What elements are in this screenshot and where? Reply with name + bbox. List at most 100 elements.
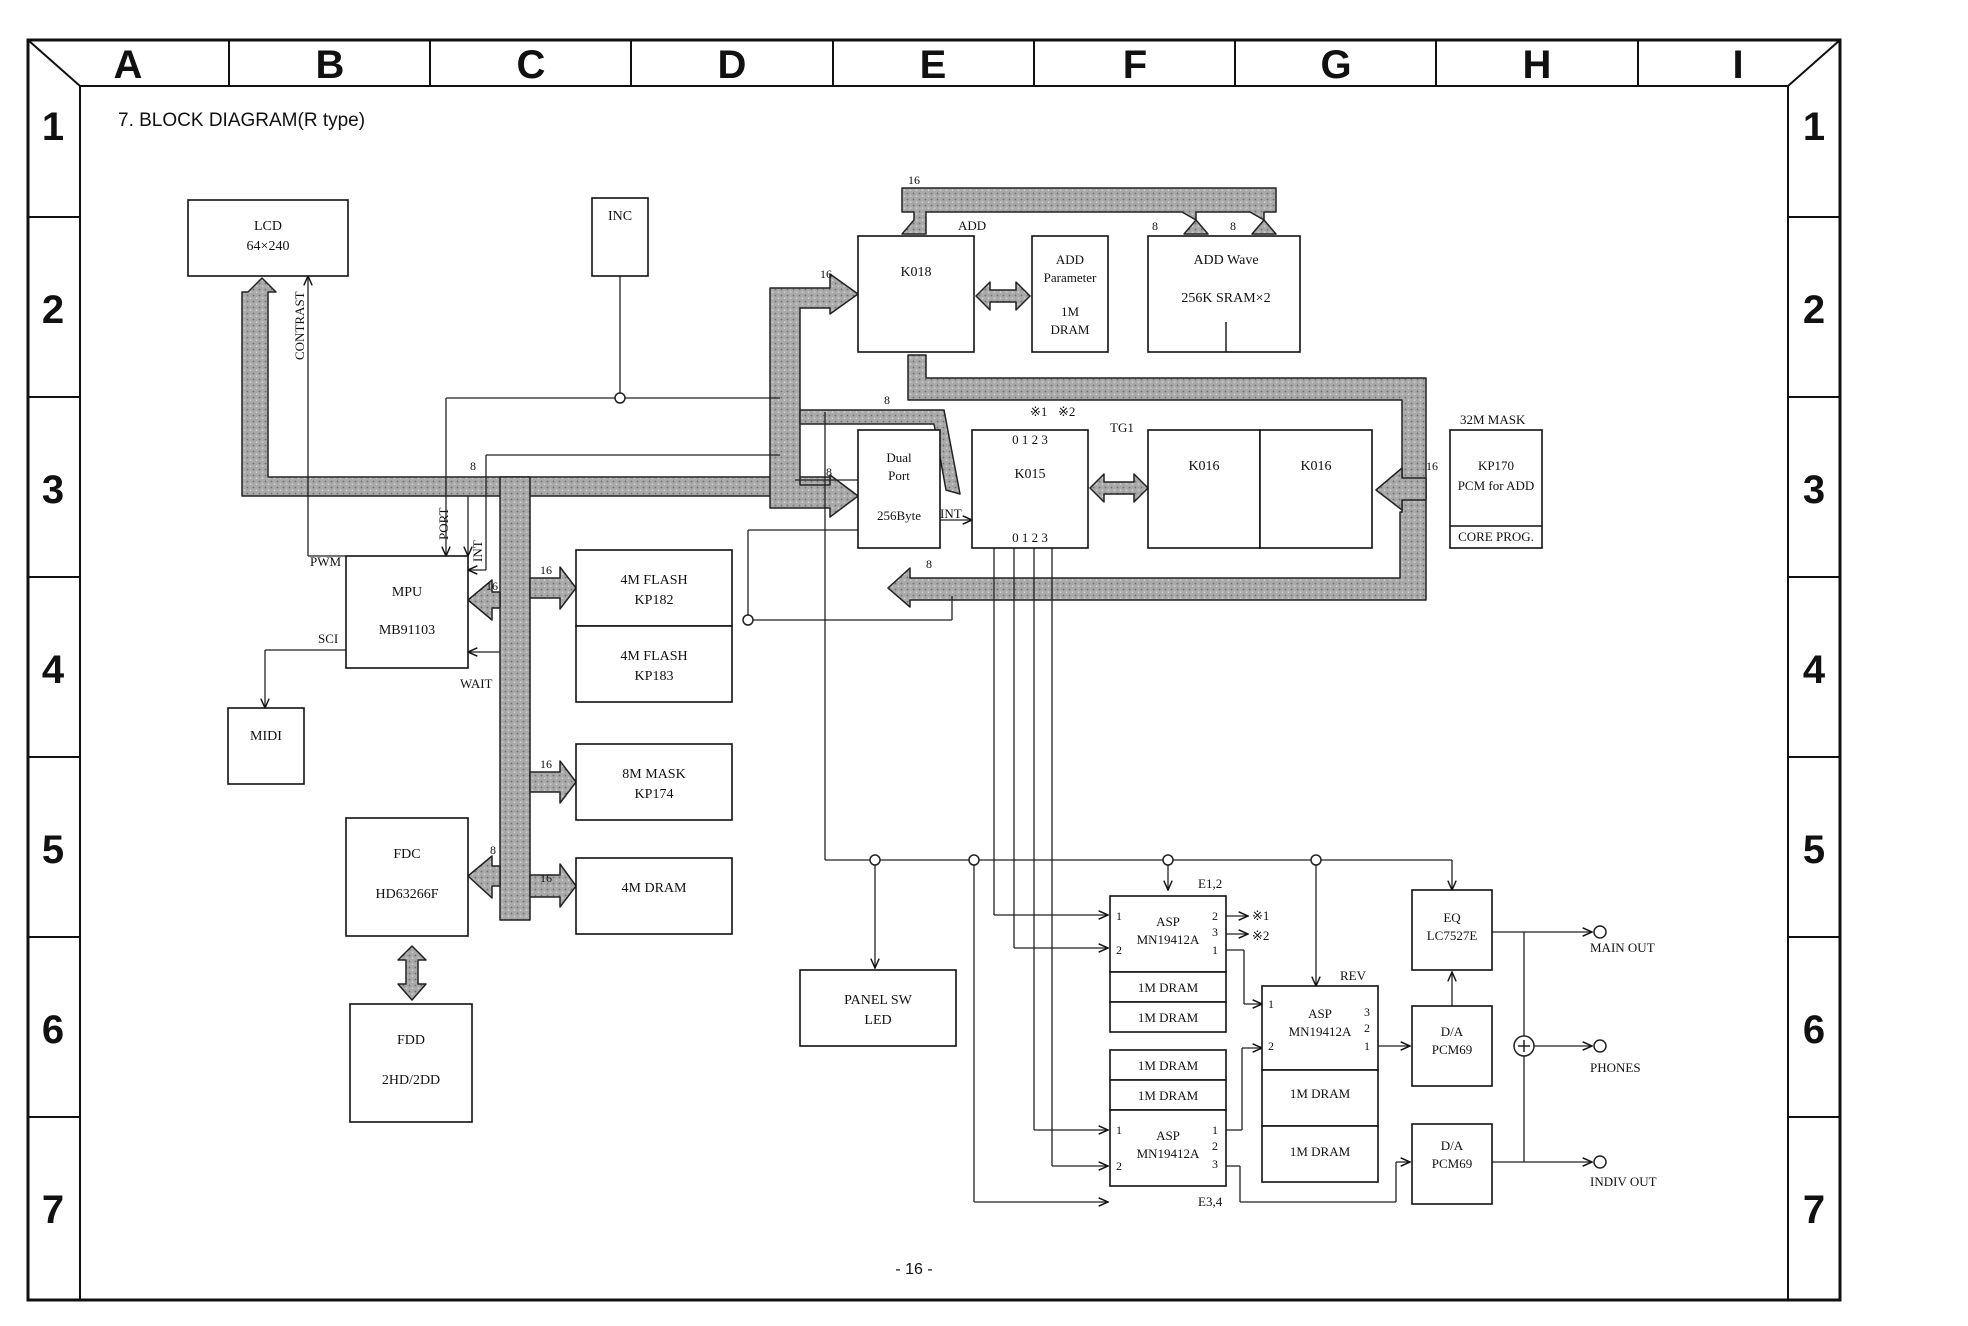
svg-text:3: 3 — [1364, 1005, 1370, 1019]
bus-lcd — [241, 277, 833, 497]
fdd-part: 2HD/2DD — [382, 1073, 440, 1088]
mask32m-label: 32M MASK — [1460, 412, 1526, 427]
k015-bot-pins: 0 1 2 3 — [1012, 530, 1048, 545]
col-b: B — [316, 43, 345, 87]
asp1-dram1 — [1109, 971, 1227, 1003]
note1-label: ※1 — [1030, 404, 1047, 419]
row-6-left: 6 — [42, 1008, 64, 1052]
lcd-label: LCD — [254, 219, 282, 234]
mask8-block — [575, 743, 733, 821]
addparam-l1: ADD — [1056, 252, 1084, 267]
row-1-left: 1 — [42, 105, 64, 149]
eq-l2: LC7527E — [1427, 928, 1478, 943]
da2-l2: PCM69 — [1432, 1156, 1472, 1171]
dualport-block — [857, 429, 941, 549]
k018-label: K018 — [900, 265, 931, 280]
row-5-right: 5 — [1803, 828, 1825, 872]
signal-labels: CONTRAST PWM SCI PORT INT WAIT INT ADD T… — [292, 218, 1657, 1209]
row-7-left: 7 — [42, 1188, 64, 1232]
asp2-dram1 — [1261, 1069, 1379, 1127]
svg-text:16: 16 — [820, 267, 832, 281]
pwm-label: PWM — [310, 554, 342, 569]
addwave-l2: 256K SRAM×2 — [1181, 291, 1270, 306]
row-1-right: 1 — [1803, 105, 1825, 149]
junctions — [614, 392, 1322, 866]
bus-k015-k016 — [1089, 473, 1149, 503]
row-5-left: 5 — [42, 828, 64, 872]
panelsw-l1: PANEL SW — [844, 993, 913, 1008]
asp2-dram1-label: 1M DRAM — [1290, 1086, 1351, 1101]
flash1-block — [575, 549, 733, 627]
indiv-out-label: INDIV OUT — [1590, 1174, 1657, 1189]
row-2-left: 2 — [42, 288, 64, 332]
svg-text:1: 1 — [1212, 943, 1218, 957]
svg-text:16: 16 — [908, 173, 920, 187]
flash2-part: KP183 — [635, 669, 674, 684]
bus-k018-param — [975, 281, 1031, 311]
main-out-label: MAIN OUT — [1590, 940, 1655, 955]
sci-label: SCI — [318, 631, 338, 646]
flash2-block — [575, 625, 733, 703]
lcd-size: 64×240 — [247, 239, 290, 254]
dualport-l2: Port — [888, 468, 910, 483]
svg-text:3: 3 — [1212, 925, 1218, 939]
kp170-l1: KP170 — [1478, 458, 1514, 473]
svg-text:2: 2 — [1116, 943, 1122, 957]
da1-l2: PCM69 — [1432, 1042, 1472, 1057]
contrast-label: CONTRAST — [292, 291, 307, 360]
block-text: LCD 64×240 INC MPU MB91103 MIDI FDC HD63… — [247, 209, 1535, 1171]
k016a-label: K016 — [1188, 459, 1219, 474]
bus-to-mpu — [467, 579, 501, 621]
wait-label: WAIT — [460, 676, 493, 691]
svg-text:2: 2 — [1116, 1159, 1122, 1173]
eq-block — [1411, 889, 1493, 971]
lcd-block — [187, 199, 349, 277]
bus-memory-vertical — [499, 476, 531, 921]
k016a-block — [1147, 429, 1261, 549]
row-3-right: 3 — [1803, 468, 1825, 512]
col-f: F — [1123, 43, 1147, 87]
asp1-dram2 — [1109, 1001, 1227, 1033]
mpu-label: MPU — [392, 585, 422, 600]
page-title: 7. BLOCK DIAGRAM(R type) — [118, 110, 365, 131]
svg-text:1: 1 — [1268, 997, 1274, 1011]
addparam-l3: 1M — [1061, 304, 1080, 319]
addwave-block — [1147, 235, 1301, 353]
fdc-part: HD63266F — [375, 887, 438, 902]
mask8-label: 8M MASK — [622, 767, 685, 782]
mask8-part: KP174 — [635, 787, 674, 802]
col-c: C — [517, 43, 546, 87]
flash1-label: 4M FLASH — [620, 573, 687, 588]
addparam-l4: DRAM — [1050, 322, 1089, 337]
bus-to-dram — [529, 863, 577, 908]
row-4-left: 4 — [42, 648, 65, 692]
column-ruler — [228, 40, 1639, 86]
rev-label: REV — [1340, 968, 1367, 983]
tg1-label: TG1 — [1110, 420, 1134, 435]
svg-text:8: 8 — [926, 557, 932, 571]
svg-text:1: 1 — [1116, 1123, 1122, 1137]
mpu-block — [345, 555, 469, 669]
bus-width-labels: 16 8 8 16 8 8 8 16 16 16 16 8 8 16 — [470, 173, 1438, 885]
bus-k018-k016-loop — [887, 354, 1427, 608]
row-7-right: 7 — [1803, 1188, 1825, 1232]
da2-block — [1411, 1123, 1493, 1205]
col-d: D — [718, 43, 747, 87]
asp2-dram2 — [1261, 1125, 1379, 1183]
inc-block — [591, 197, 649, 277]
addwave-l1: ADD Wave — [1193, 253, 1258, 268]
dualport-l1: Dual — [886, 450, 912, 465]
k016b-block — [1259, 429, 1373, 549]
bus-fdc-fdd — [397, 945, 427, 1001]
fdd-block — [349, 1003, 473, 1123]
svg-text:16: 16 — [540, 757, 552, 771]
e34-label: E3,4 — [1198, 1194, 1223, 1209]
svg-text:3: 3 — [1212, 1157, 1218, 1171]
svg-text:8: 8 — [826, 465, 832, 479]
row-4-right: 4 — [1803, 648, 1826, 692]
fdc-block — [345, 817, 469, 937]
asp1-l2: MN19412A — [1137, 932, 1200, 947]
dualport-l3: 256Byte — [877, 508, 921, 523]
svg-text:2: 2 — [1212, 1139, 1218, 1153]
